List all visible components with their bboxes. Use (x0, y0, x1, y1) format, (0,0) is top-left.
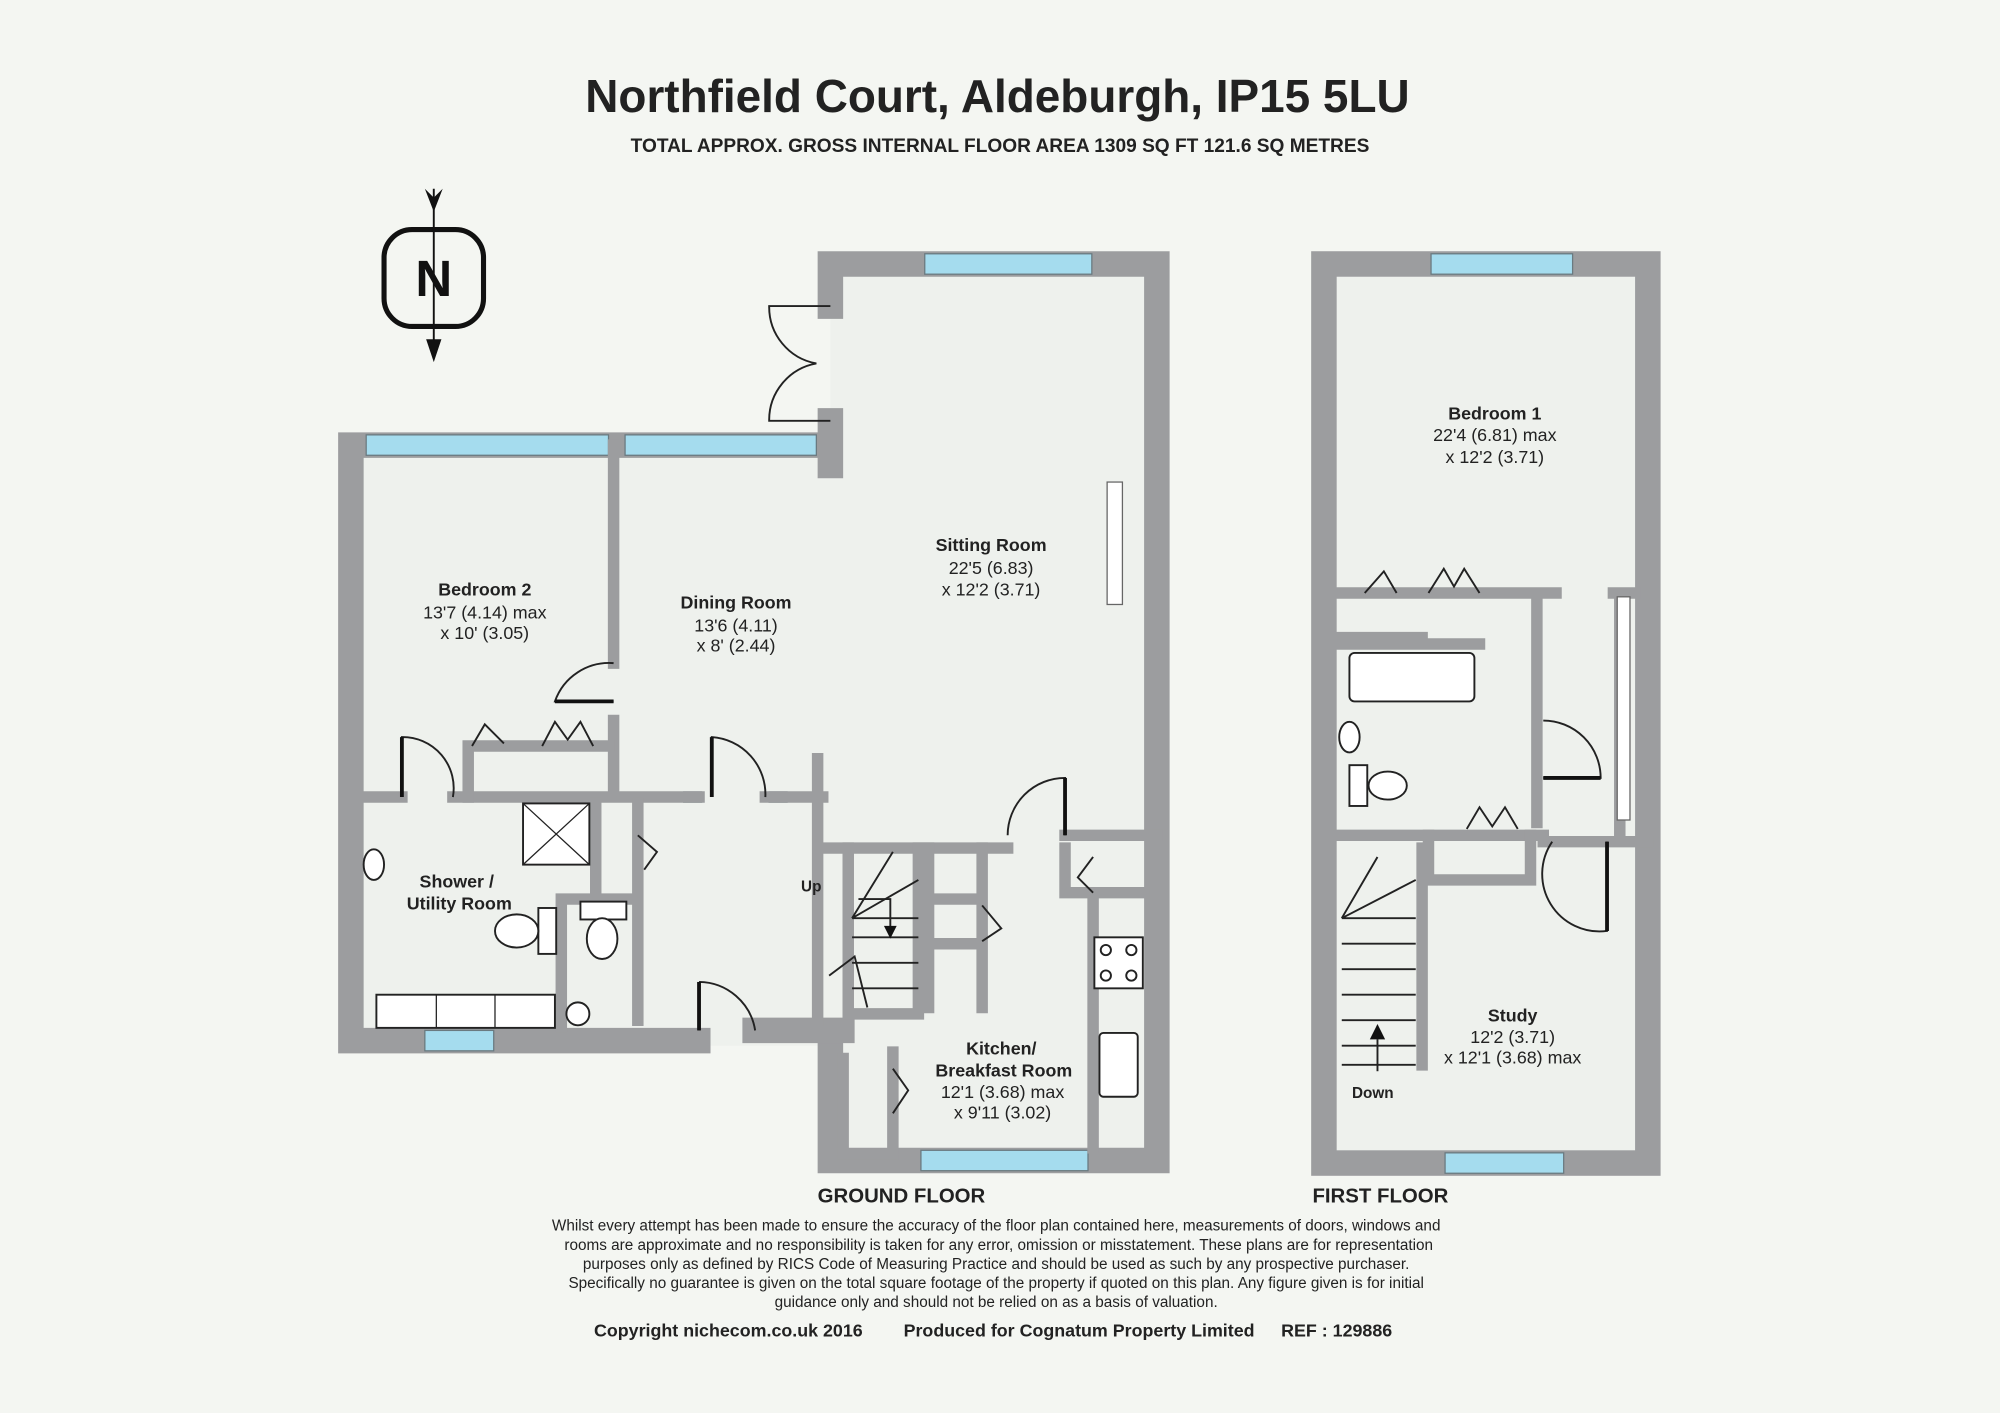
room-dim: 13'6 (4.11) (694, 615, 777, 635)
stairs-up-label: Up (801, 878, 821, 895)
window (624, 434, 817, 456)
room-name-utility: Utility Room (407, 893, 512, 913)
room-name-kitchen: Kitchen/ (966, 1039, 1036, 1059)
ground-floor-plan: Up Sitting Room 22'5 (6.83) x 12'2 (3.71… (338, 251, 1170, 1174)
window (1430, 253, 1574, 275)
disclaimer: Whilst every attempt has been made to en… (552, 1218, 1441, 1312)
compass-icon: N (381, 188, 487, 363)
room-name-sitting: Sitting Room (936, 535, 1047, 555)
room-dim: 13'7 (4.14) max (423, 603, 546, 623)
ground-floor-label: GROUND FLOOR (818, 1186, 986, 1208)
room-dim: x 10' (3.05) (440, 623, 529, 643)
room-dim: x 12'1 (3.68) max (1444, 1048, 1581, 1068)
room-dim: x 12'2 (3.71) (942, 580, 1041, 600)
room-dim: 22'5 (6.83) (949, 558, 1034, 578)
room-name-kitchen-2: Breakfast Room (935, 1060, 1072, 1080)
window (424, 1029, 495, 1052)
compass-letter: N (415, 250, 452, 307)
disclaimer-line: purposes only as defined by RICS Code of… (583, 1256, 1410, 1273)
room-name-dining: Dining Room (681, 592, 792, 612)
produced-for: Produced for Cognatum Property Limited (904, 1320, 1255, 1340)
disclaimer-line: rooms are approximate and no responsibil… (564, 1237, 1433, 1254)
page-title: Northfield Court, Aldeburgh, IP15 5LU (585, 70, 1409, 122)
first-floor-plan: Down Bedroom 1 22'4 (6.81) max x 12'2 (3… (1311, 251, 1661, 1176)
reference: REF : 129886 (1281, 1320, 1392, 1340)
disclaimer-line: guidance only and should not be relied o… (775, 1294, 1218, 1311)
window (1444, 1152, 1565, 1174)
room-name-study: Study (1488, 1005, 1538, 1025)
room-dim: x 12'2 (3.71) (1445, 447, 1544, 467)
room-dim: x 9'11 (3.02) (954, 1102, 1051, 1122)
copyright: Copyright nichecom.co.uk 2016 (594, 1320, 863, 1340)
disclaimer-line: Specifically no guarantee is given on th… (568, 1275, 1423, 1292)
first-floor-label: FIRST FLOOR (1312, 1186, 1448, 1208)
room-dim: 22'4 (6.81) max (1433, 425, 1556, 445)
room-name-bedroom-1: Bedroom 1 (1448, 404, 1541, 424)
window (365, 434, 610, 456)
floor-area-subtitle: TOTAL APPROX. GROSS INTERNAL FLOOR AREA … (631, 136, 1370, 157)
stairs-down-label: Down (1352, 1085, 1394, 1102)
room-name-bedroom-2: Bedroom 2 (438, 580, 531, 600)
disclaimer-line: Whilst every attempt has been made to en… (552, 1218, 1441, 1235)
window (920, 1149, 1089, 1172)
room-name-shower: Shower / (420, 872, 494, 892)
window (924, 253, 1093, 275)
room-dim: 12'1 (3.68) max (941, 1082, 1064, 1102)
room-dim: x 8' (2.44) (697, 636, 776, 656)
room-dim: 12'2 (3.71) (1470, 1027, 1555, 1047)
